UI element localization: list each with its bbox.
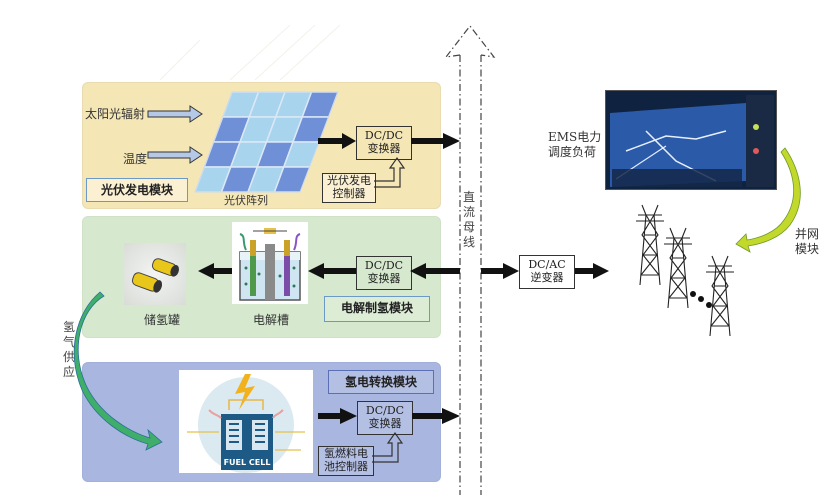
hydrogen-supply-char: 气 [62,335,75,349]
hydrogen-supply-label: 氢 气 供 应 [62,320,76,380]
fc-controller-line1: 氢燃料电 [324,447,368,460]
solar-radiation-label: 太阳光辐射 [85,107,146,121]
ems-dashboard-image [605,90,777,190]
pv-controller: 光伏发电 控制器 [322,173,376,203]
dc-bus-char: 线 [462,235,475,249]
inverter-line2: 逆变器 [530,271,564,284]
pv-converter-line2: 变换器 [367,142,401,155]
temperature-label: 温度 [123,152,148,166]
fc-converter-line1: DC/DC [365,404,405,417]
grid-label-line2: 模块 [795,242,820,256]
electrolyzer-label: 电解槽 [253,313,290,327]
hydrogen-supply-char: 供 [62,350,75,364]
fc-controller-to-converter-arrow-icon [372,431,404,463]
fuelcell-controller: 氢燃料电 池控制器 [318,446,374,476]
dc-bus-label: 直 流 母 线 [462,190,476,250]
hydrogen-tank-label: 储氢罐 [144,313,181,327]
hydrogen-supply-char: 氢 [62,320,75,334]
hydrogen-tank-image [124,243,186,305]
pv-cell [220,166,259,192]
bus-to-inverter-arrow-icon [481,263,519,279]
transmission-tower-icon [664,227,692,309]
grid-label-line1: 并网 [795,227,820,241]
ems-map-icon [610,95,774,187]
pv-controller-line2: 控制器 [332,187,366,200]
el-converter-line1: DC/DC [364,259,404,272]
pv-array-to-converter-arrow-icon [318,133,356,149]
pv-module-title: 光伏发电模块 [86,178,188,202]
electrolysis-module-title: 电解制氢模块 [324,296,430,322]
dc-bus-char: 直 [462,190,475,204]
fuel-cell-image: FUEL CELL [179,370,313,473]
hydrogen-supply-char: 应 [62,365,75,379]
dc-bus-char: 母 [462,220,475,234]
pv-dcdc-converter: DC/DC 变换器 [356,126,412,160]
dcac-inverter: DC/AC 逆变器 [519,255,575,289]
fc-converter-line2: 变换器 [368,417,402,430]
transmission-tower-icon [636,204,664,286]
grid-feedback-arrow-icon [735,147,801,253]
pv-converter-line1: DC/DC [364,129,404,142]
cell-to-tank-arrow-icon [198,263,232,279]
pv-array-label: 光伏阵列 [224,194,268,207]
hydrogen-supply-arrow-icon [73,291,163,451]
electrolysis-dcdc-converter: DC/DC 变换器 [356,256,412,290]
el-converter-to-cell-arrow-icon [308,263,356,279]
dc-bus-char: 流 [462,205,475,219]
fuel-cell-text: FUEL CELL [224,458,271,467]
inverter-line1: DC/AC [528,258,566,271]
inverter-to-grid-arrow-icon [575,263,609,279]
fuel-cell-icon: FUEL CELL [187,374,305,473]
el-converter-line2: 变换器 [367,272,401,285]
temperature-input-arrow-icon [147,146,203,164]
dc-bus-arrow-icon [444,25,496,495]
bus-to-el-converter-arrow-icon [410,263,460,279]
fc-converter-to-bus-arrow-icon [412,408,460,424]
fuelcell-module-title: 氢电转换模块 [328,370,434,394]
solar-input-arrow-icon [147,105,203,123]
pv-converter-to-bus-arrow-icon [411,133,460,149]
ems-label-line1: EMS电力 [548,130,602,144]
pv-controller-line1: 光伏发电 [327,174,371,187]
fuelcell-to-converter-arrow-icon [318,408,357,424]
ellipsis-dots-icon [690,291,712,308]
pv-cell [273,166,312,192]
transmission-tower-icon [706,255,734,337]
ems-label-line2: 调度负荷 [548,145,597,159]
fuelcell-dcdc-converter: DC/DC 变换器 [357,401,413,435]
electrolyzer-image [232,222,308,304]
grid-module-label: 并网 模块 [795,227,819,257]
fc-controller-line2: 池控制器 [324,460,368,473]
ems-label: EMS电力 调度负荷 [548,130,601,160]
pv-cell [246,166,285,192]
hydrogen-tank-icon [131,258,179,293]
electrolyzer-icon [239,228,301,301]
pv-controller-to-converter-arrow-icon [374,156,406,188]
